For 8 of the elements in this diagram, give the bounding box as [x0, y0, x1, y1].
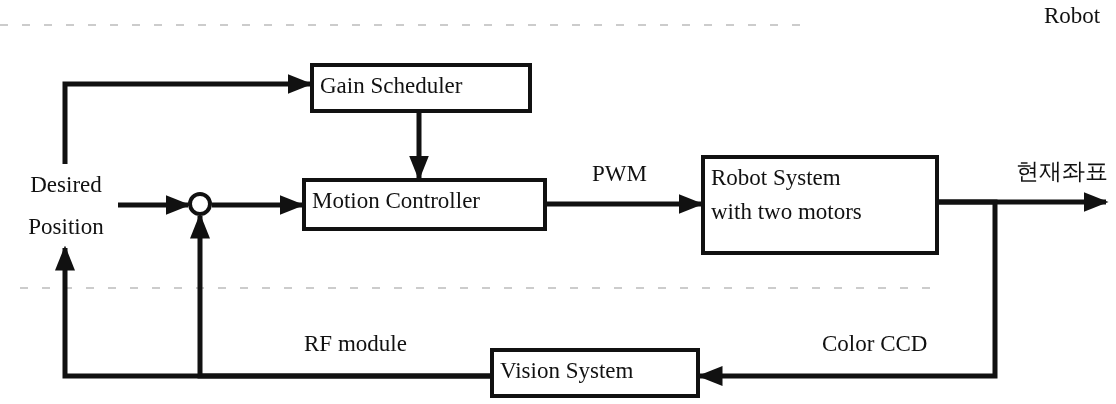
- summing-junction: [188, 192, 212, 216]
- process-box: Vision System: [490, 348, 700, 398]
- input-label: Desired Position: [14, 164, 118, 248]
- arrow: [409, 113, 429, 181]
- process-box: Robot System with two motors: [701, 155, 939, 255]
- process-box: Motion Controller: [302, 178, 547, 231]
- process-box: Gain Scheduler: [310, 63, 532, 113]
- arrow: [190, 213, 490, 379]
